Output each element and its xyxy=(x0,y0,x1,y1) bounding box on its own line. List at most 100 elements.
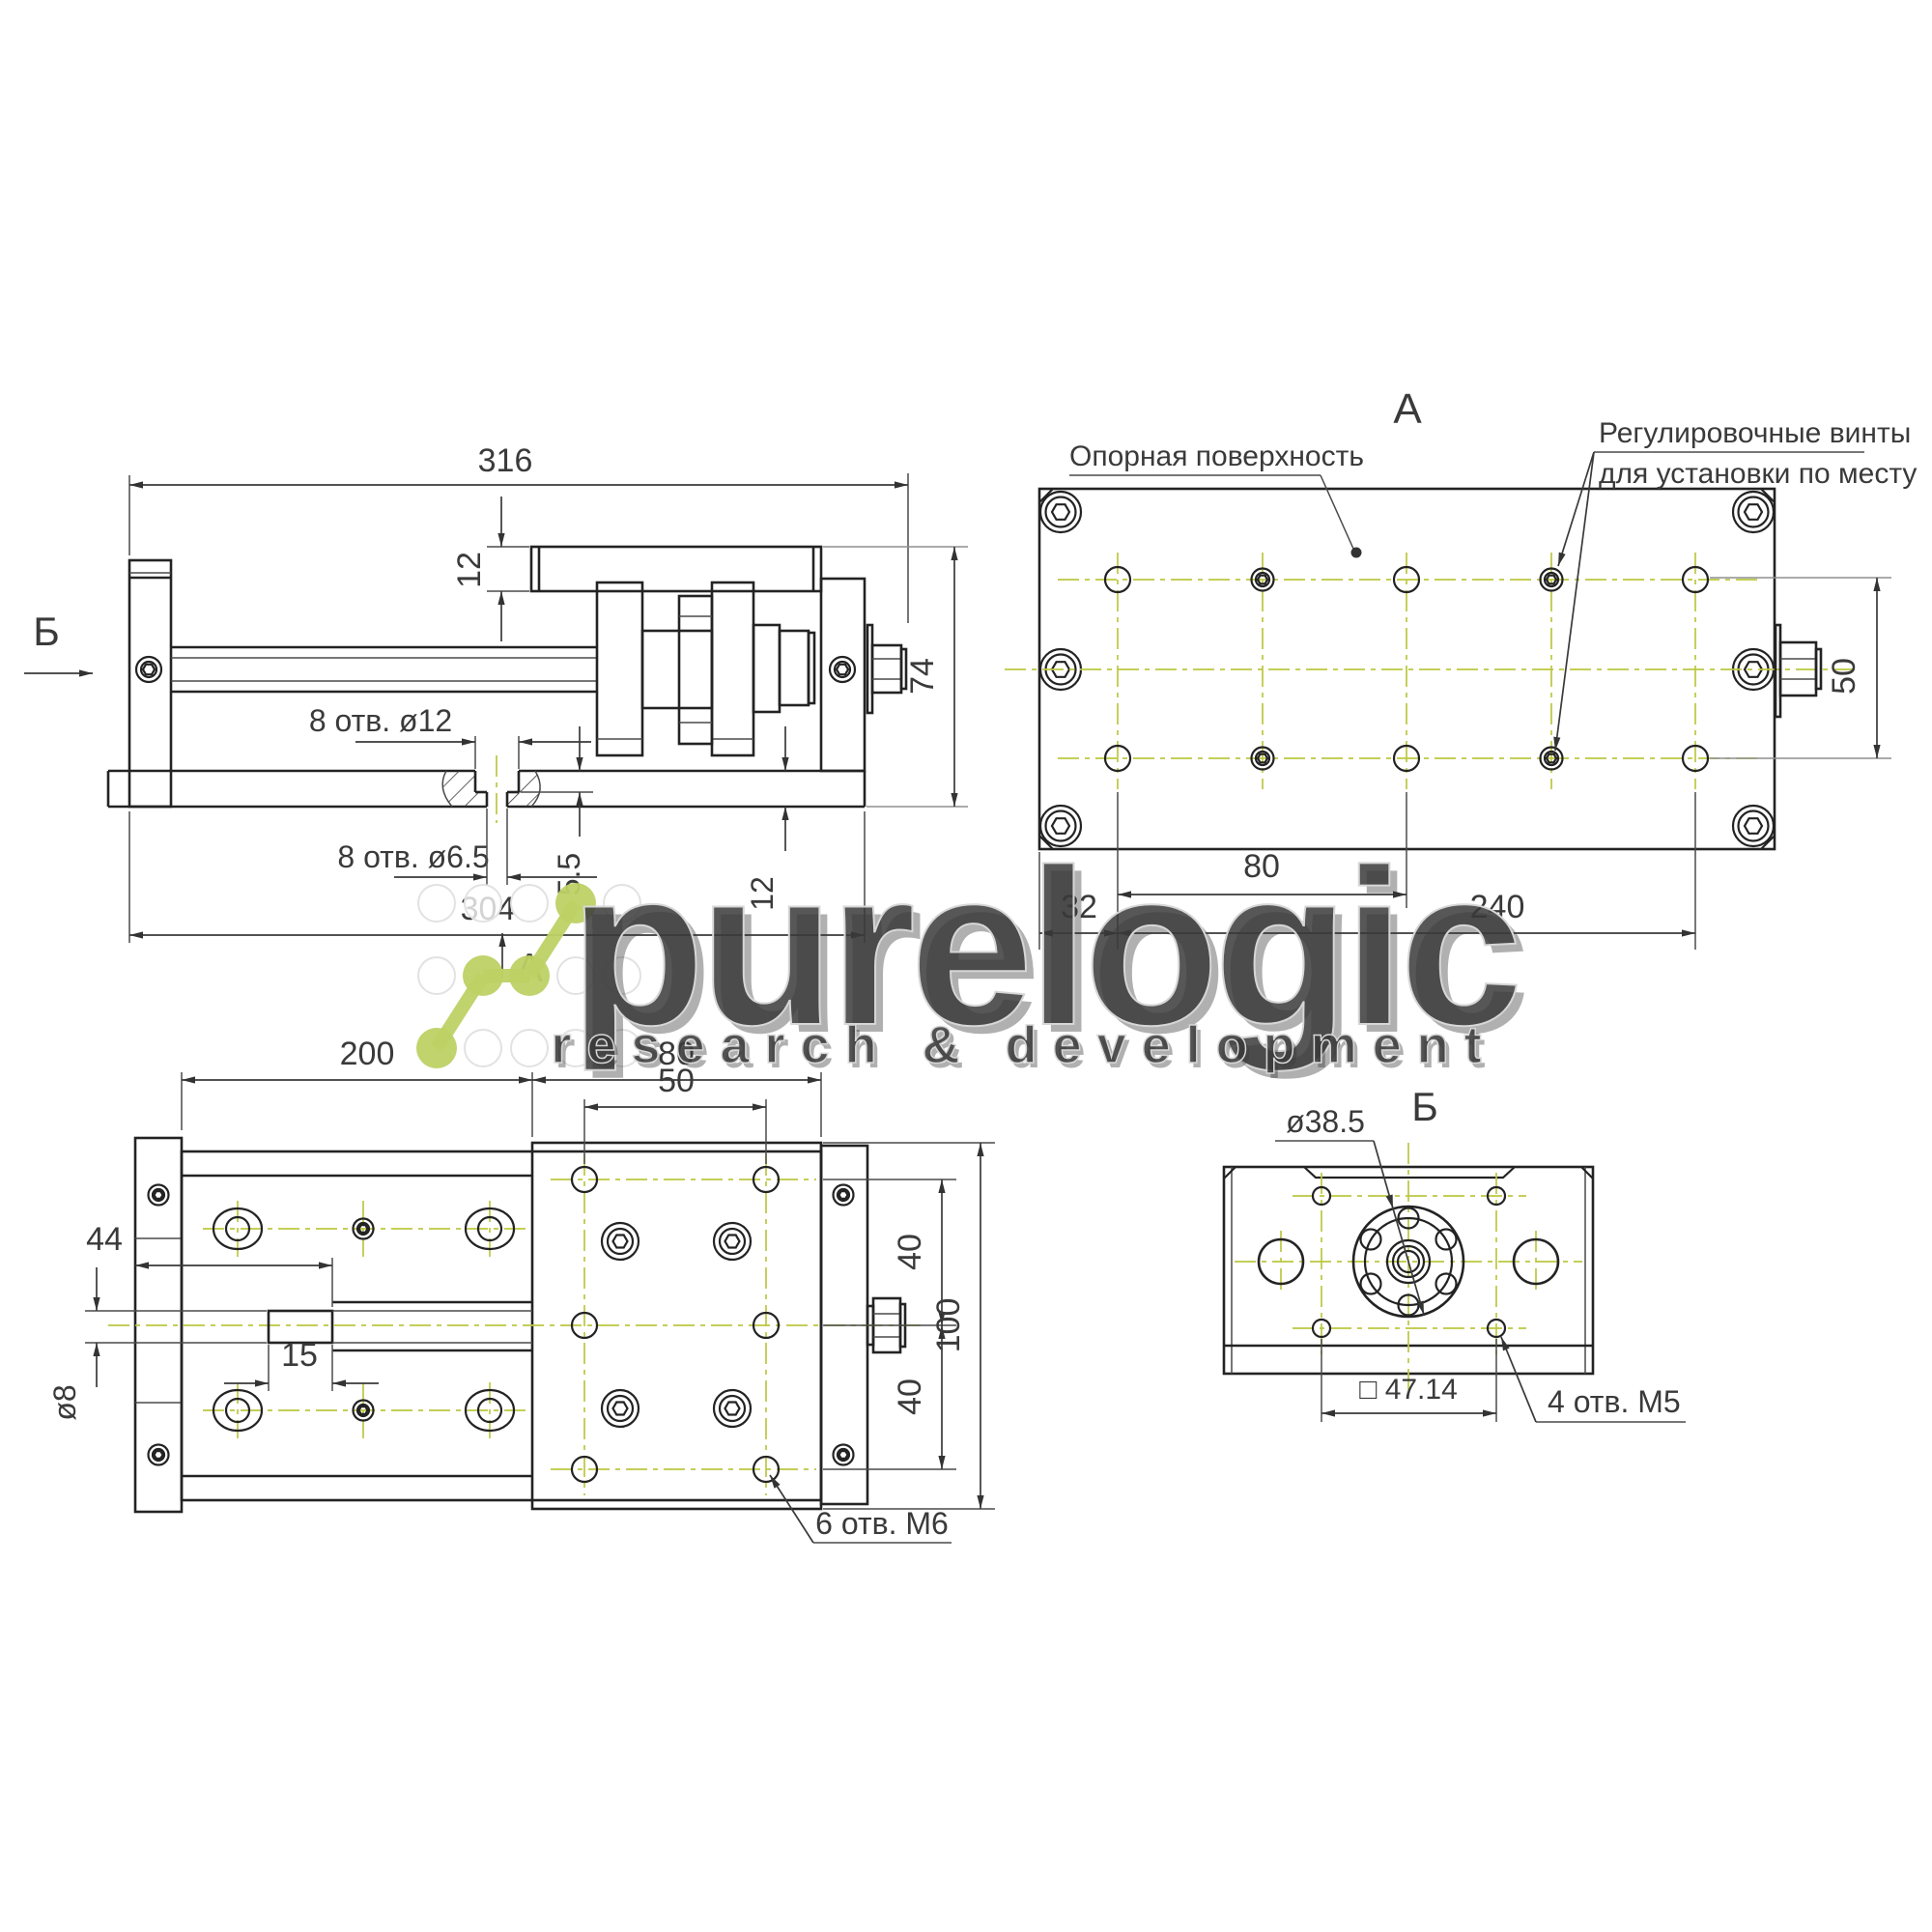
svg-text:Б: Б xyxy=(33,609,60,654)
dim-200: 200 80 xyxy=(181,1036,822,1137)
svg-text:для установки по месту: для установки по месту xyxy=(1599,458,1917,490)
svg-text:74: 74 xyxy=(904,658,941,695)
svg-text:8 отв. ø12: 8 отв. ø12 xyxy=(309,703,452,738)
dim-316: 316 xyxy=(128,442,909,623)
watermark: purelogic purelogic research & developme… xyxy=(416,822,1531,1079)
side-view: 316 12 Б 8 отв. ø12 8 отв. ø6.5 xyxy=(24,442,968,990)
side-top-plate xyxy=(529,545,823,593)
side-section-hatch xyxy=(441,755,541,823)
cap-screw xyxy=(147,1183,170,1207)
adjust-screws-label: Регулировочные винты для установки по ме… xyxy=(1553,417,1917,752)
svg-text:100: 100 xyxy=(930,1298,967,1353)
view-a-title: А xyxy=(1393,385,1422,433)
side-bearing-plate-left xyxy=(595,581,644,757)
svg-text:32: 32 xyxy=(1061,889,1097,925)
dim-square: □ 47.14 xyxy=(1321,1339,1497,1422)
dim-74: 74 xyxy=(823,546,968,808)
svg-text:200: 200 xyxy=(340,1036,395,1072)
svg-text:80: 80 xyxy=(1243,848,1280,885)
m5-hole xyxy=(1486,1185,1507,1207)
svg-text:ø8: ø8 xyxy=(47,1384,82,1420)
svg-text:240: 240 xyxy=(1470,889,1525,925)
dim-holes-12: 8 отв. ø12 xyxy=(309,703,591,769)
dim-240: 240 xyxy=(1118,889,1695,937)
watermark-brand: purelogic xyxy=(569,823,1517,1071)
side-rod xyxy=(171,645,597,694)
side-hole xyxy=(1512,1237,1560,1286)
svg-text:□ 47.14: □ 47.14 xyxy=(1359,1374,1458,1406)
dim-dia8: ø8 xyxy=(47,1267,267,1421)
mount-hole xyxy=(1103,744,1132,773)
view-b-title: Б xyxy=(1411,1084,1438,1129)
plan-view: 200 80 50 44 ø8 1 xyxy=(47,1036,995,1544)
svg-text:Опорная поверхность: Опорная поверхность xyxy=(1069,440,1364,472)
side-bearing-plate-right xyxy=(710,581,755,757)
support-surface-label: Опорная поверхность xyxy=(1069,440,1364,558)
plan-shaft xyxy=(267,1300,532,1352)
carriage-socket-screw xyxy=(712,1388,753,1429)
view-a-corner-screw xyxy=(1731,804,1776,848)
view-a-corner-screw xyxy=(1731,490,1776,534)
m6-hole xyxy=(752,1455,781,1484)
m5-hole xyxy=(1311,1318,1332,1339)
m6-hole xyxy=(752,1165,781,1194)
m5-hole xyxy=(1311,1185,1332,1207)
dim-50-rows: 50 xyxy=(1710,577,1891,759)
svg-text:ø38.5: ø38.5 xyxy=(1286,1104,1365,1139)
mount-hole xyxy=(1681,744,1710,773)
side-base xyxy=(106,769,867,809)
dim-32: 32 xyxy=(1039,889,1118,937)
side-right-block xyxy=(819,577,867,773)
m6-hole xyxy=(570,1455,599,1484)
cap-screw xyxy=(147,1443,170,1466)
m6-hole xyxy=(570,1311,599,1340)
svg-text:40: 40 xyxy=(892,1378,928,1415)
m6-hole xyxy=(570,1165,599,1194)
dim-12-base: 12 xyxy=(745,726,789,911)
svg-text:50: 50 xyxy=(1826,658,1862,695)
svg-text:15: 15 xyxy=(281,1337,318,1374)
cap-screw xyxy=(832,1443,855,1466)
carriage-socket-screw xyxy=(712,1221,753,1262)
carriage-socket-screw xyxy=(600,1388,640,1429)
svg-text:40: 40 xyxy=(892,1234,928,1270)
dim-holes-65: 8 отв. ø6.5 xyxy=(337,809,597,885)
dim-50-holes: 50 xyxy=(583,1063,767,1164)
svg-text:4 отв. М5: 4 отв. М5 xyxy=(1548,1384,1681,1419)
mount-hole xyxy=(1392,744,1421,773)
flange xyxy=(1351,1205,1465,1319)
m6-hole xyxy=(752,1311,781,1340)
dim-44: 44 xyxy=(86,1221,333,1307)
side-coupling xyxy=(640,629,714,710)
dim-dia385: ø38.5 xyxy=(1275,1104,1425,1316)
mount-hole xyxy=(1392,565,1421,594)
rail-slots xyxy=(212,1207,516,1433)
mount-hole xyxy=(1681,565,1710,594)
watermark-brand-shadow: purelogic xyxy=(577,831,1524,1079)
m6-label: 6 отв. М6 xyxy=(769,1474,952,1544)
dim-12-plate: 12 xyxy=(451,497,529,641)
svg-text:80: 80 xyxy=(658,1036,695,1072)
watermark-tagline: research & development xyxy=(551,1016,1496,1074)
svg-text:8 отв. ø6.5: 8 отв. ø6.5 xyxy=(337,839,489,874)
view-b: Б ø38.5 □ 47.14 4 отв. М5 xyxy=(1222,1084,1686,1423)
dim-15: 15 xyxy=(224,1337,379,1391)
watermark-logo xyxy=(416,883,641,1068)
cap-screw xyxy=(832,1183,855,1207)
view-a-shaft-nut xyxy=(1774,623,1823,719)
svg-text:6 отв. М6: 6 отв. М6 xyxy=(815,1506,949,1541)
side-left-block-screw xyxy=(134,655,163,684)
side-hole xyxy=(1257,1237,1305,1286)
view-a-corner-screw xyxy=(1038,490,1083,534)
carriage-socket-screw xyxy=(600,1221,640,1262)
mount-hole xyxy=(1103,565,1132,594)
view-a: 50 80 32 240 А Опорная поверхность Р xyxy=(1005,385,1917,950)
svg-text:316: 316 xyxy=(478,442,533,479)
view-b-marker: Б xyxy=(24,609,93,677)
svg-text:12: 12 xyxy=(745,876,780,911)
dim-40-100-40: 40 40 100 xyxy=(823,1142,995,1510)
side-right-block-screw xyxy=(828,655,857,684)
svg-text:Регулировочные винты: Регулировочные винты xyxy=(1599,417,1911,449)
